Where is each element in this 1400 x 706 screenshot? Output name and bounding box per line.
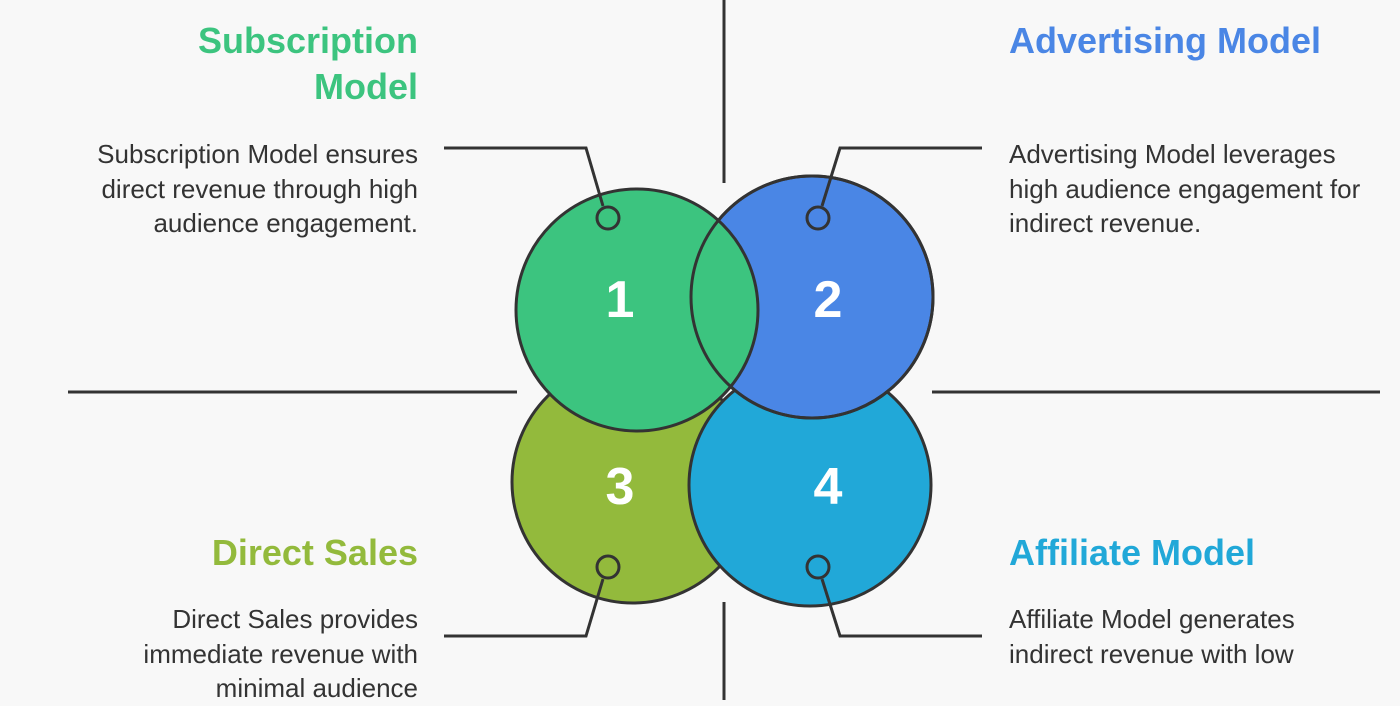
connector-direct-sales <box>444 578 605 638</box>
advertising-model-title: Advertising Model <box>1009 20 1322 61</box>
connector-affiliate <box>820 578 982 638</box>
connector-advertising <box>820 146 982 207</box>
advertising-model-description: Advertising Model leverages high audienc… <box>1009 139 1361 238</box>
circle-number-4: 4 <box>814 458 843 516</box>
connector-dot-affiliate <box>805 554 831 580</box>
subscription-model-title: Subscription Model <box>197 20 418 107</box>
direct-sales-description: Direct Sales provides immediate revenue … <box>143 604 418 703</box>
circle-number-3: 3 <box>606 458 635 516</box>
direct-sales-title: Direct Sales <box>211 532 418 573</box>
subscription-model-description: Subscription Model ensures direct revenu… <box>97 139 418 238</box>
circle-number-1: 1 <box>606 271 635 329</box>
circle-number-2: 2 <box>814 271 843 329</box>
connector-subscription <box>444 146 605 207</box>
affiliate-model-description: Affiliate Model generates indirect reven… <box>1009 604 1295 669</box>
connector-dot-subscription <box>595 205 621 231</box>
circle-advertising-outline <box>689 174 935 420</box>
affiliate-model-title: Affiliate Model <box>1009 532 1256 573</box>
circle-subscription <box>514 187 760 433</box>
connector-dot-direct-sales <box>595 554 621 580</box>
connector-dot-advertising <box>805 205 831 231</box>
